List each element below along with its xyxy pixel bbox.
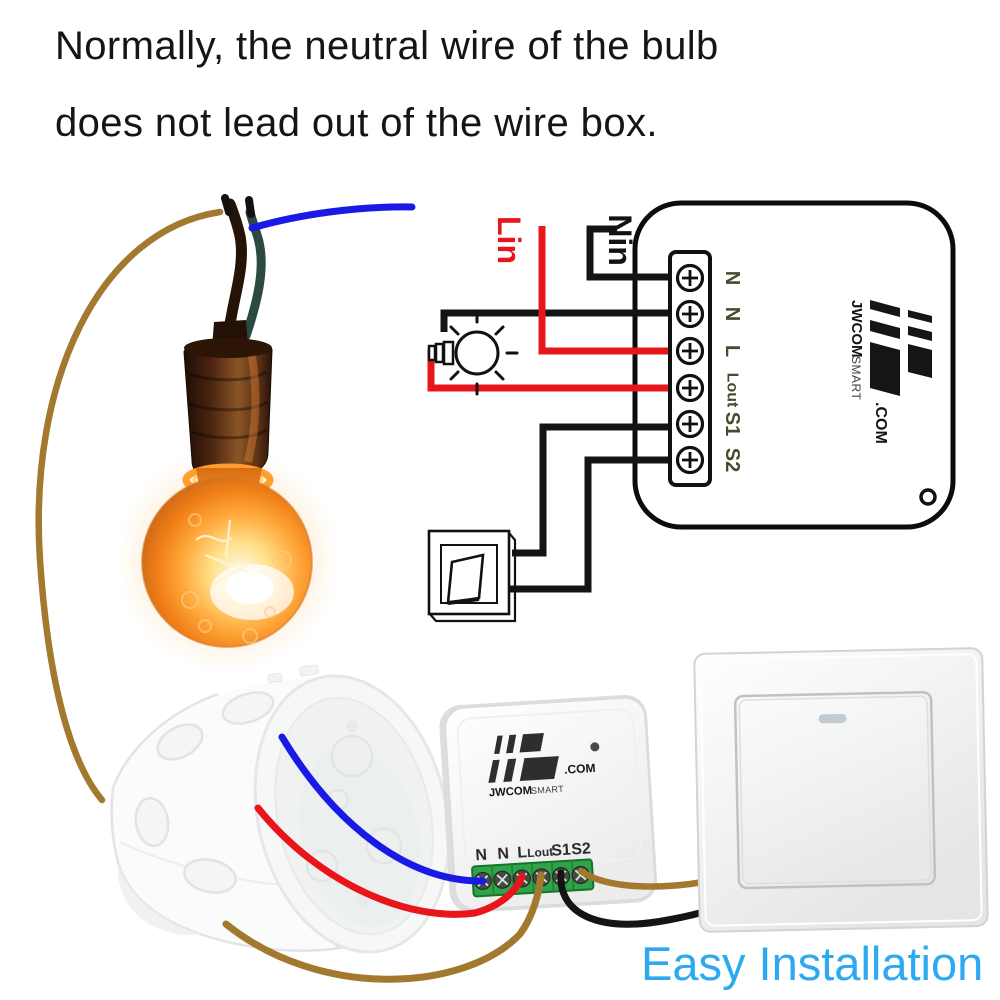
blue-wire-top [248,203,416,232]
jwcom-logo: .COM JWCOM SMART [485,732,596,800]
box-inner-shade [299,745,421,927]
headline-line1: Normally, the neutral wire of the bulb [55,24,719,68]
box-screw-boss [346,720,358,732]
terminal-strip [668,250,712,487]
brown-wire-bottom [222,871,545,983]
hot-spot-core [226,572,274,604]
neutral-wire-blue [278,733,487,885]
brand-suffix: .COM [872,402,889,444]
terminal-label: S2 [721,448,743,472]
terminal-label: N [721,271,743,285]
socket-ridges [189,370,269,440]
module-terminal-labels: N N L Lout S1 S2 [475,840,591,864]
terminal-label: L [517,844,528,862]
neutral-in-wire [586,225,672,281]
bulb-photo [116,194,340,672]
live-wire-red [254,804,526,918]
terminal-label: N [497,845,510,863]
plate-highlight [699,653,983,927]
jwcom-logo: .COM JWCOM SMART [848,300,932,444]
socket-cap [184,338,272,358]
brand-name: JWCOM [848,300,865,358]
rocker-button[interactable] [738,695,932,885]
diagram-wires [427,225,672,593]
box-screw-boss [356,894,368,906]
caption-easy-installation: Easy Installation [641,937,984,990]
headline-line2: does not lead out of the wire box. [55,101,658,145]
wall-switch-icon [427,529,517,623]
terminal-label: N [475,847,488,865]
wall-switch-photo [693,647,989,933]
box-tab [299,664,319,677]
rocker-frame [733,690,937,890]
live-in-label: Lin [491,216,527,264]
terminal-label: L [721,345,743,357]
live-in-wire [538,226,672,355]
switch-wire-s1 [512,423,672,557]
terminal-label: S2 [571,840,592,858]
mounting-hole-icon [919,488,937,506]
neutral-in-label: Nin [602,214,638,266]
module-led-hole [590,742,600,752]
terminal-label: S1 [551,842,572,860]
brand-tagline: SMART [531,784,565,796]
wiring-diagram: N N L Lout S1 S2 Lin Nin .COM JWCOM SMAR… [427,200,956,623]
cord-tips [221,194,255,218]
module-photo: .COM JWCOM SMART N N L Lout S1 S2 [439,694,658,913]
brand-tagline: SMART [849,356,863,400]
terminal-screws [675,263,705,475]
filament [195,519,253,587]
terminal-label: Lout [527,845,554,861]
bulb-icon [427,310,519,396]
diagram-terminal-labels: N N L Lout S1 S2 [721,271,743,472]
brand-suffix: .COM [564,761,596,777]
socket-sheen [244,355,260,463]
glass-texture [181,513,292,644]
brand-name: JWCOM [489,785,533,800]
terminal-label: Lout [724,373,741,408]
module-terminal-block [471,858,595,898]
brown-wire-left [35,208,224,804]
switch-wire-s2 [509,456,672,593]
indicator-light [818,713,847,724]
bulb-cord-brown [222,198,247,344]
box-shade [117,862,200,936]
junction-box-photo [110,664,451,954]
box-tab [267,672,283,684]
box-knockouts [134,691,275,894]
smart-module-diagram [632,200,956,530]
bulb-glass [141,476,313,648]
bulb-cord-green [241,207,266,341]
terminal-label: S1 [721,412,743,436]
bulb-neutral-wire [440,309,672,332]
terminal-label: N [721,307,743,321]
